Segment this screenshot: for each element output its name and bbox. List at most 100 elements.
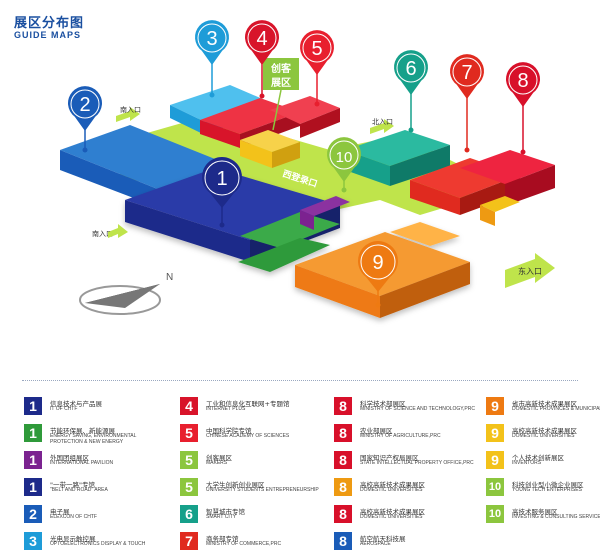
map-pin-label: 8: [517, 70, 528, 92]
legend-label-en: DOMESTIC UNIVERSITIES: [360, 487, 423, 493]
legend-swatch: 8: [334, 424, 352, 442]
legend-label-cn: 商务部专馆: [206, 535, 239, 543]
map-pin-3[interactable]: 3: [195, 20, 230, 98]
map-pin-label: 9: [372, 252, 383, 274]
legend-swatch: 6: [180, 505, 198, 523]
legend-label-cn: 高校高新技术成果展区: [360, 481, 425, 489]
map-pin-9[interactable]: 9: [358, 241, 399, 308]
maker-zone[interactable]: [240, 130, 300, 168]
entrance-east: 东入口: [505, 253, 555, 288]
hall-8[interactable]: [460, 150, 555, 226]
map-pin-label: 1: [216, 168, 227, 190]
legend-swatch: 8: [334, 532, 352, 550]
svg-text:北入口: 北入口: [372, 118, 393, 126]
map-pin-1[interactable]: 1: [202, 157, 242, 228]
legend-label-cn: 高校高新技术成果展区: [360, 508, 425, 516]
legend-label-en: MINISTRY OF COMMERCE,PRC: [206, 541, 282, 547]
map-pin-4[interactable]: 4: [245, 20, 280, 99]
legend-label-en: INTERNATIONAL PAVILION: [50, 460, 114, 466]
map-pin-2[interactable]: 2: [68, 86, 102, 153]
page-title: 展区分布图: [14, 15, 85, 30]
legend-label-en: ENERGY SAVING, ENVIRONMENTAL PROTECTION …: [50, 433, 137, 445]
legend-swatch: 9: [486, 424, 504, 442]
hall-1[interactable]: [125, 168, 350, 272]
legend-label-cn: 信息技术与产品展: [50, 400, 102, 408]
map-pin-label: 7: [461, 62, 472, 84]
legend-label-en: SMART CITY: [206, 514, 237, 520]
entrance-north: 北入口: [370, 118, 394, 134]
map-pin-6[interactable]: 6: [394, 50, 429, 133]
legend-label-cn: 高技术服务展区: [512, 508, 558, 516]
legend-label-en: DOMESTIC UNIVERSITIES: [512, 433, 575, 439]
legend-label-cn: 科技创业型小微企业展区: [512, 481, 584, 489]
legend-swatch: 8: [334, 478, 352, 496]
entrance-south-2: 南入口: [92, 224, 128, 238]
legend-swatch: 9: [486, 397, 504, 415]
svg-text:南入口: 南入口: [120, 105, 141, 114]
legend-label-cn: "一带一路"专馆: [50, 481, 95, 489]
legend-label-en: "BELT AND ROAD" AREA: [50, 487, 108, 493]
legend-label-en: IT OF CHTF: [50, 406, 78, 412]
legend-swatch: 8: [334, 505, 352, 523]
legend-swatch: 7: [180, 532, 198, 550]
legend-swatch: 10: [486, 478, 504, 496]
map-pin-label: 3: [206, 28, 217, 50]
legend-label-en: OPTOELECTRONICS DISPLAY & TOUCH: [50, 541, 146, 547]
legend-label-cn: 国家知识产权局展区: [360, 454, 419, 462]
legend-swatch: 5: [180, 451, 198, 469]
svg-text:东入口: 东入口: [518, 266, 542, 276]
legend-swatch: 10: [486, 505, 504, 523]
legend-label-en: INVENTORS: [512, 460, 542, 466]
map-pin-10[interactable]: 10: [327, 137, 361, 193]
legend-label-en: MINISTRY OF SCIENCE AND TECHNOLOGY,PRC: [360, 406, 475, 412]
legend-label-cn: 农业部展区: [360, 427, 393, 435]
hall-5[interactable]: [270, 96, 340, 138]
svg-text:N: N: [166, 272, 173, 283]
legend-swatch: 9: [486, 451, 504, 469]
compass-icon: N: [79, 272, 173, 315]
legend-label-en: CHINESE ACADEMY OF SCIENCES: [206, 433, 290, 439]
legend-label-cn: 大学生创新创业展区: [206, 481, 265, 489]
legend-swatch: 8: [334, 397, 352, 415]
legend-label-en: UNIVERSITY STUDENTS ENTREPRENEURSHIP: [206, 487, 319, 493]
legend-label-cn: 个人技术创新展区: [512, 454, 564, 462]
legend-swatch: 1: [24, 478, 42, 496]
legend-label-cn: 省市高新技术成果展区: [512, 400, 577, 408]
legend-swatch: 5: [180, 478, 198, 496]
map-pin-label: 10: [336, 149, 353, 166]
legend-item: 1 "一带一路"专馆"BELT AND ROAD" AREA: [24, 477, 174, 503]
legend-label-cn: 智慧城市专馆: [206, 508, 245, 516]
legend-label-cn: 节能环保展、新能源展: [50, 427, 115, 435]
legend-swatch: 1: [24, 397, 42, 415]
map-pin-7[interactable]: 7: [450, 54, 484, 153]
legend-swatch: 2: [24, 505, 42, 523]
map-pin-8[interactable]: 8: [506, 62, 540, 155]
legend-label-cn: 工业和信息化互联网+专题馆: [206, 400, 290, 408]
legend-label-cn: 中国科学院专馆: [206, 427, 252, 435]
legend-label-en: DOMESTIC UNIVERSITIES: [360, 514, 423, 520]
legend-swatch: 3: [24, 532, 42, 550]
legend-swatch: 4: [180, 397, 198, 415]
map-pin-5[interactable]: 5: [300, 30, 334, 107]
legend-label-en: INVESTING & CONSULTING SERVICE: [512, 514, 600, 520]
